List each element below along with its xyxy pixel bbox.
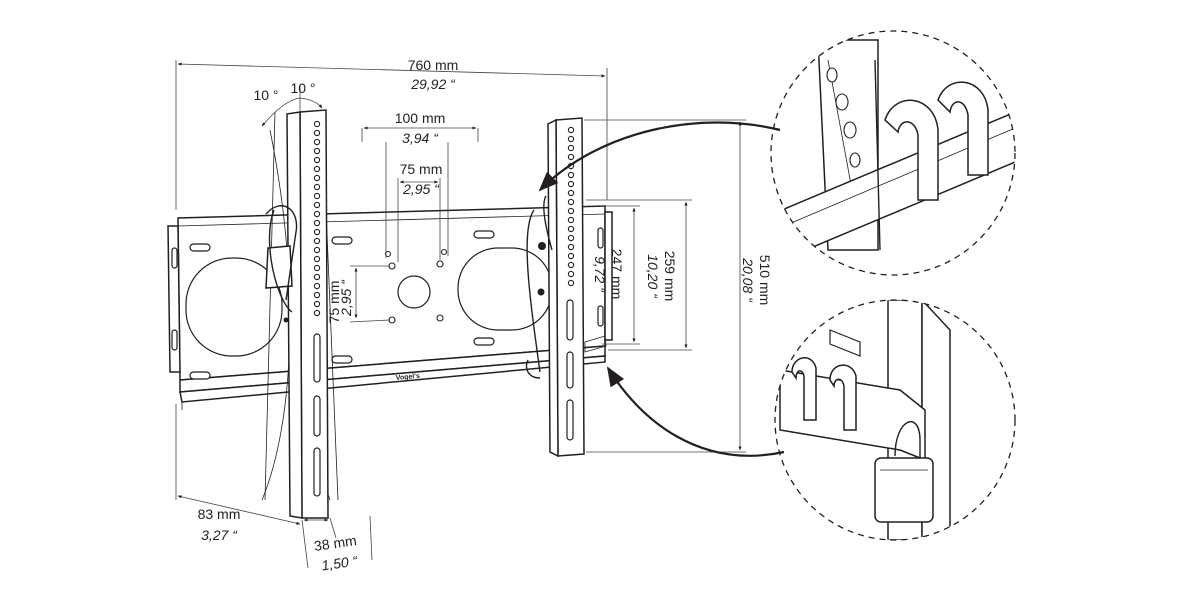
arm-hole (567, 180, 575, 188)
arm-hole (567, 207, 575, 215)
depth-38-imperial: 1,50 “ (320, 552, 359, 573)
arm-hole (313, 174, 321, 182)
arm-hole (567, 135, 575, 143)
callout-arrow-top (538, 121, 781, 192)
left-vertical-arm (261, 109, 339, 519)
vesa-100-metric: 100 mm (395, 110, 446, 126)
tilt-left-angle: 10 ° (253, 87, 278, 103)
arm-hole (567, 144, 575, 152)
arm-hole (313, 201, 321, 209)
height-510-metric: 510 mm (757, 255, 773, 306)
arm-hole (313, 183, 321, 191)
dimension-labels: 760 mm 29,92 “ 100 mm 3,94 “ 75 mm 2,95 … (198, 57, 773, 573)
depth-83-metric: 83 mm (198, 506, 241, 522)
hook-detail-circle (770, 30, 1016, 276)
height-259-imperial: 10,20 “ (645, 254, 661, 299)
arm-hole (313, 192, 321, 200)
arm-hole (567, 270, 575, 278)
vesa-75h-imperial: 2,95 “ (402, 181, 440, 197)
tilt-right-angle: 10 ° (290, 80, 315, 96)
arm-hole (567, 216, 575, 224)
arm-hole (313, 300, 321, 308)
arm-hole (567, 252, 575, 260)
arm-hole (313, 138, 321, 146)
arm-hole (313, 255, 321, 263)
arm-hole (313, 129, 321, 137)
arm-hole (313, 147, 321, 155)
arm-hole (313, 165, 321, 173)
width-760-imperial: 29,92 “ (410, 76, 456, 92)
arm-hole (567, 279, 575, 287)
arm-hole (313, 156, 321, 164)
depth-38-metric: 38 mm (313, 532, 358, 554)
height-510-imperial: 20,08 “ (740, 257, 756, 303)
right-cutout (457, 247, 553, 331)
vesa-100-imperial: 3,94 “ (402, 130, 439, 146)
padlock-detail-circle (774, 299, 1016, 541)
depth-83-imperial: 3,27 “ (201, 527, 238, 543)
arm-hole (567, 243, 575, 251)
height-247-metric: 247 mm (609, 249, 625, 300)
center-hole (397, 275, 431, 309)
dimension-lines (175, 60, 746, 569)
arm-hole (567, 189, 575, 197)
width-760-metric: 760 mm (408, 57, 459, 73)
arm-hole (313, 282, 321, 290)
arm-hole (567, 261, 575, 269)
padlock-icon (874, 457, 934, 523)
arm-hole (567, 198, 575, 206)
arm-hole (313, 120, 321, 128)
arm-hole (313, 228, 321, 236)
brand-mark: Vogel's (396, 373, 421, 382)
arm-hole (313, 291, 321, 299)
arm-hole (313, 237, 321, 245)
arm-hole (567, 153, 575, 161)
arm-hole (313, 219, 321, 227)
arm-hole (567, 234, 575, 242)
arm-hole (567, 225, 575, 233)
arm-hole (313, 246, 321, 254)
arm-hole (313, 309, 321, 317)
right-vertical-arm (525, 117, 607, 458)
vesa-75v-metric: 75 mm (326, 281, 342, 324)
height-259-metric: 259 mm (662, 251, 678, 302)
height-247-imperial: 9,72 “ (592, 256, 608, 293)
left-cutout (185, 257, 283, 357)
arm-hole (313, 273, 321, 281)
arm-hole (567, 126, 575, 134)
arm-hole (313, 264, 321, 272)
wall-rail-plate: Vogel's (167, 205, 613, 410)
callout-arrow-bottom (606, 366, 785, 457)
arm-hole (567, 171, 575, 179)
vesa-75h-metric: 75 mm (400, 161, 443, 177)
arm-hole (313, 210, 321, 218)
vesa-75v-imperial: 2,95 “ (338, 279, 354, 317)
